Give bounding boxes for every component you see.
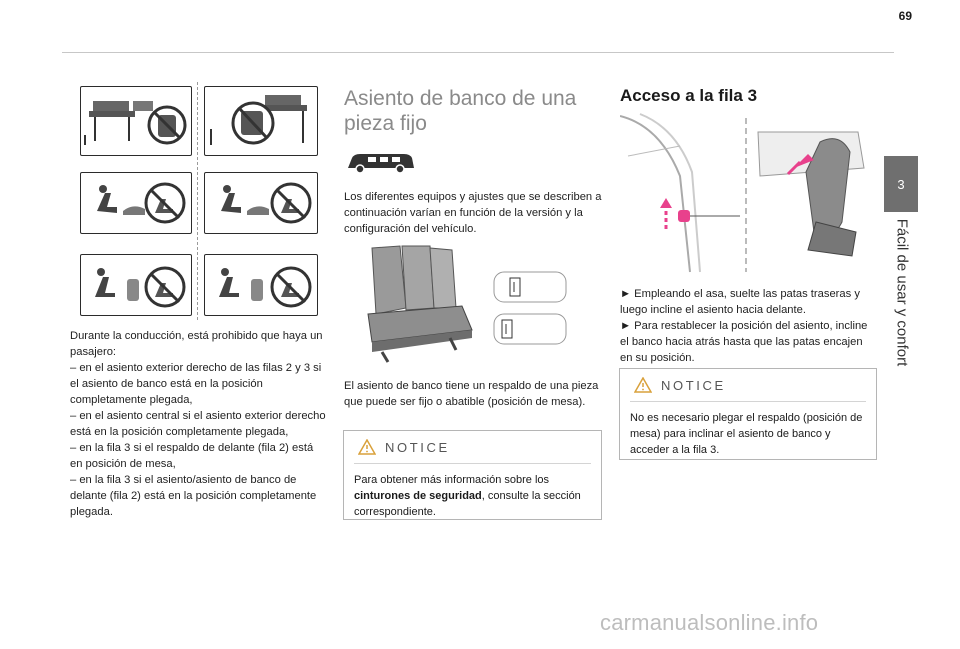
- notice-text-part: Para obtener más información sobre los: [354, 474, 550, 486]
- pictogram-passenger-table-position: [80, 254, 192, 316]
- prohibition-item: – en el asiento central si el asiento ex…: [70, 410, 326, 438]
- bench-intro-text: Los diferentes equipos y ajustes que se …: [344, 191, 602, 235]
- airbag-passenger-prohibited-icon: [221, 182, 312, 224]
- pictogram-rear-facing-prohibited: [204, 86, 318, 156]
- warning-icon: [634, 377, 652, 393]
- left-column-text: Durante la conducción, está prohibido qu…: [70, 328, 326, 520]
- notice-box-row3: NOTICE No es necesario plegar el respald…: [619, 368, 877, 460]
- pictogram-passenger-folded-seat-2: [204, 172, 318, 234]
- pictogram-passenger-table-position-2: [204, 254, 318, 316]
- pictogram-separator: [197, 82, 198, 320]
- pictogram-child-seat-prohibited: [80, 86, 192, 156]
- notice-text-part: , consulte la sección correspondiente.: [354, 490, 581, 518]
- notice-label: NOTICE: [661, 377, 726, 393]
- van-silhouettes: [346, 150, 416, 174]
- row3-steps: ► Empleando el asa, suelte las patas tra…: [620, 286, 876, 366]
- notice-label: NOTICE: [385, 439, 450, 455]
- bench-backrest-text: El asiento de banco tiene un respaldo de…: [344, 380, 599, 408]
- prohibition-item: – en la fila 3 si el respaldo de delante…: [70, 442, 314, 470]
- bench-seat-illustration: [352, 242, 476, 364]
- notice-divider: [354, 463, 591, 464]
- section-title: Fácil de usar y confort: [893, 218, 911, 367]
- step-release-legs: ► Empleando el asa, suelte las patas tra…: [620, 288, 860, 316]
- page-number: 69: [898, 9, 912, 23]
- bench-seat-title: Asiento de banco de una pieza fijo: [344, 87, 577, 135]
- seat-pictogram-grid: [72, 82, 322, 320]
- section-tab[interactable]: 3: [884, 156, 918, 212]
- airbag-passenger-prohibited-icon: [97, 182, 186, 224]
- prohibition-item: – en el asiento exterior derecho de las …: [70, 362, 322, 406]
- step-restore-position: ► Para restablecer la posición del asien…: [620, 320, 868, 364]
- bench-rearseat-prohibited-icon: [210, 95, 307, 145]
- seat-tilt-drawing: [619, 113, 865, 273]
- warning-icon: [358, 439, 376, 455]
- van-top-views: [490, 268, 576, 350]
- bench-seat-drawing: [367, 245, 473, 363]
- notice-box-seatbelts: NOTICE Para obtener más información sobr…: [343, 430, 602, 520]
- notice-text: Para obtener más información sobre los c…: [344, 464, 601, 528]
- table-position-prohibited-icon: [219, 266, 312, 308]
- prohibition-item: – en la fila 3 si el asiento/asiento de …: [70, 474, 317, 518]
- header-divider: [62, 52, 894, 53]
- row3-access-illustration: [619, 112, 874, 274]
- prohibition-intro: Durante la conducción, está prohibido qu…: [70, 330, 323, 358]
- notice-text: No es necesario plegar el respaldo (posi…: [630, 412, 863, 456]
- bench-childseat-prohibited-icon: [84, 101, 187, 145]
- notice-header: NOTICE: [620, 369, 876, 393]
- vehicle-icon: [348, 154, 414, 174]
- row3-access-title: Acceso a la fila 3: [620, 86, 758, 105]
- seatbelt-link-text: cinturones de seguridad: [354, 490, 482, 502]
- notice-header: NOTICE: [344, 431, 601, 455]
- notice-divider: [630, 401, 866, 402]
- van-topview-icon: [493, 271, 567, 345]
- pictogram-passenger-folded-seat: [80, 172, 192, 234]
- table-position-prohibited-icon: [95, 266, 186, 308]
- watermark: carmanualsonline.info: [600, 610, 819, 635]
